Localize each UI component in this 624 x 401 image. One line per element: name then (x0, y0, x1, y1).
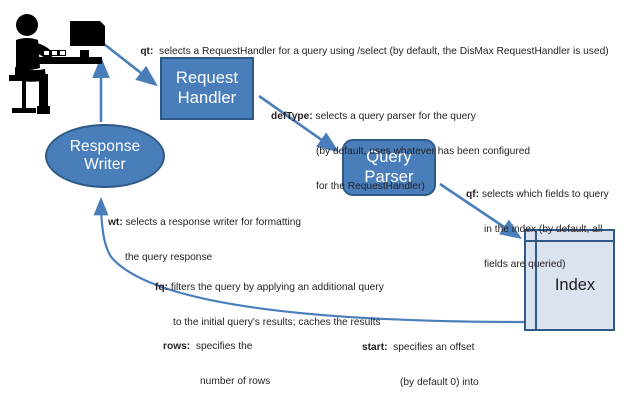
node-query-parser-line2: Parser (364, 167, 414, 186)
annotation-qf-line-1: selects which fields to query (481, 189, 609, 201)
annotation-wt-line-2: the query response (125, 251, 213, 263)
node-response-writer-line1: Response (69, 137, 141, 155)
annotation-qf-line-2: in the index (by default, all (484, 223, 603, 235)
annotation-deftype: defType: selects a query parser for the … (271, 88, 530, 216)
annotation-fq: fq: filters the query by applying an add… (155, 259, 384, 352)
node-request-handler-line1: Request (175, 69, 239, 88)
index-top-plate-divider (526, 240, 613, 242)
node-index[interactable]: Index (524, 229, 615, 331)
annotation-qt: qt: selects a RequestHandler for a query… (129, 34, 609, 69)
annotation-qf-key: qf: (466, 189, 480, 201)
node-response-writer-line2: Writer (84, 156, 126, 173)
index-left-plate-divider (535, 231, 537, 329)
annotation-qf: qf: selects which fields to query in the… (466, 166, 609, 294)
annotation-wt: wt: selects a response writer for format… (108, 194, 301, 287)
annotation-rows-line-2: number of rows (200, 375, 271, 387)
node-request-handler-line2: Handler (177, 88, 237, 107)
annotation-start: start: specifies an offset (by default 0… (362, 319, 506, 401)
annotation-fq-key: fq: (155, 282, 169, 294)
node-response-writer[interactable]: Response Writer (45, 124, 165, 188)
node-query-parser-line1: Query (366, 148, 412, 167)
node-index-label: Index (554, 276, 596, 294)
annotation-fq-line-2: to the initial query's results; caches t… (173, 316, 381, 328)
user-at-computer-icon (9, 14, 105, 114)
annotation-rows-key: rows: (163, 341, 191, 353)
annotation-fq-line-1: filters the query by applying an additio… (170, 282, 384, 294)
annotation-wt-line-1: selects a response writer for formatting (125, 217, 302, 229)
annotation-qf-line-3: fields are queried) (484, 258, 566, 270)
annotation-start-line-1: specifies an offset (393, 342, 475, 354)
node-request-handler[interactable]: Request Handler (160, 57, 254, 120)
annotation-deftype-line-2: (by default, uses whatever has been conf… (316, 145, 531, 157)
annotation-wt-key: wt: (108, 217, 123, 229)
annotation-qt-key: qt: (140, 45, 154, 57)
annotation-deftype-key: defType: (271, 111, 313, 123)
annotation-deftype-line-1: selects a query parser for the query (315, 111, 476, 123)
annotation-start-line-2: (by default 0) into (400, 376, 479, 388)
annotation-qt-line-1: selects a RequestHandler for a query usi… (159, 45, 609, 57)
node-query-parser[interactable]: Query Parser (342, 139, 436, 196)
annotation-deftype-line-3: for the RequestHandler) (316, 180, 425, 192)
annotation-rows-line-1: specifies the (195, 341, 253, 353)
annotation-rows: rows: specifies the number of rows to be… (163, 318, 270, 401)
annotation-start-key: start: (362, 342, 388, 354)
